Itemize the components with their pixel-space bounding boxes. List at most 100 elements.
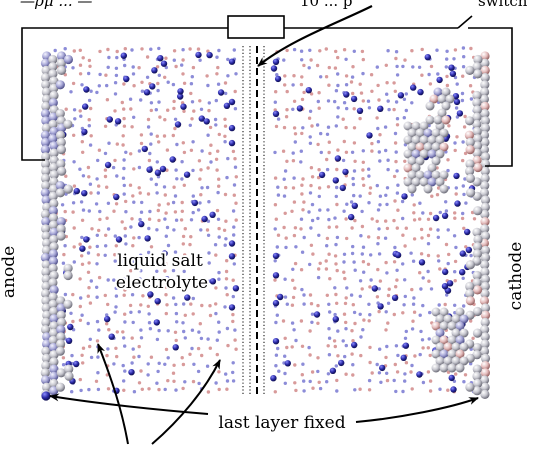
small-ion-particle	[327, 217, 331, 222]
cathode-cluster-atom	[445, 94, 455, 104]
anion-particle	[114, 346, 118, 350]
anode-atom	[64, 371, 74, 381]
anion-particle	[293, 226, 298, 230]
anion-particle	[293, 286, 297, 290]
anode-atom	[56, 310, 66, 320]
cation-particle	[270, 375, 277, 382]
anion-particle	[180, 356, 184, 360]
small-ion-particle	[375, 183, 379, 188]
anion-particle	[284, 115, 289, 119]
anion-particle	[273, 203, 278, 207]
cathode-cluster-atom	[433, 115, 443, 125]
cation-particle	[441, 283, 449, 290]
cation-particle	[272, 58, 280, 65]
anion-particle	[291, 159, 296, 163]
small-ion-particle	[155, 228, 159, 232]
small-ion-particle	[173, 250, 178, 254]
small-ion-particle	[183, 336, 187, 340]
cathode-cluster-atom	[437, 94, 447, 104]
anion-particle	[351, 91, 355, 96]
small-ion-particle	[148, 151, 152, 156]
cathode-atom	[472, 227, 482, 237]
small-ion-particle	[360, 252, 364, 256]
small-ion-particle	[426, 269, 430, 274]
small-ion-particle	[385, 92, 389, 96]
small-ion-particle	[343, 354, 347, 359]
small-ion-particle	[72, 160, 76, 164]
anion-particle	[72, 133, 76, 137]
small-ion-particle	[122, 192, 126, 196]
cation-particle	[284, 360, 291, 367]
small-ion-particle	[114, 294, 119, 298]
anion-particle	[123, 312, 127, 316]
small-ion-particle	[358, 194, 362, 198]
cathode-atom	[480, 245, 491, 255]
small-ion-particle	[350, 150, 355, 154]
small-ion-particle	[96, 355, 100, 359]
small-ion-particle	[124, 210, 128, 214]
small-ion-particle	[341, 158, 346, 163]
cathode-atom	[480, 317, 490, 327]
small-ion-particle	[401, 216, 405, 221]
anion-particle	[282, 125, 287, 130]
anion-particle	[444, 242, 449, 247]
small-ion-particle	[351, 182, 356, 187]
cation-particle	[121, 259, 128, 266]
cathode-cluster-atom	[427, 163, 437, 173]
anion-particle	[454, 372, 458, 376]
small-ion-particle	[377, 227, 381, 231]
small-ion-particle	[351, 363, 355, 367]
anion-particle	[165, 148, 170, 152]
anion-particle	[428, 353, 432, 358]
anode-atom	[55, 181, 65, 191]
small-ion-particle	[396, 183, 400, 187]
small-ion-particle	[299, 160, 303, 164]
small-ion-particle	[69, 90, 73, 94]
small-ion-particle	[302, 235, 306, 240]
anion-particle	[464, 245, 468, 249]
small-ion-particle	[115, 174, 119, 178]
anode-label: anode	[0, 246, 19, 298]
small-ion-particle	[174, 388, 178, 392]
anode-atom	[41, 116, 51, 126]
anode-atom	[55, 346, 65, 356]
small-ion-particle	[403, 372, 407, 376]
anion-particle	[223, 81, 228, 85]
anion-particle	[62, 252, 66, 257]
anion-particle	[326, 185, 331, 189]
small-ion-particle	[411, 259, 416, 263]
small-ion-particle	[70, 353, 74, 358]
cathode-cluster-atom	[439, 184, 449, 194]
cathode-cluster-atom	[455, 349, 465, 359]
electrolyte-label-line2: electrolyte	[116, 273, 208, 293]
anion-particle	[182, 150, 187, 155]
anion-particle	[293, 381, 297, 385]
anion-particle	[316, 303, 320, 308]
anion-particle	[375, 219, 379, 223]
cathode-cluster-atom	[415, 170, 425, 180]
cation-particle	[449, 70, 457, 78]
small-ion-particle	[377, 287, 381, 291]
anion-particle	[173, 126, 177, 131]
small-ion-particle	[123, 234, 128, 238]
small-ion-particle	[446, 228, 450, 232]
anion-particle	[87, 118, 91, 122]
small-ion-particle	[294, 245, 298, 249]
anion-particle	[344, 296, 348, 300]
anode-atom	[41, 80, 51, 90]
small-ion-particle	[461, 46, 466, 50]
small-ion-particle	[308, 262, 312, 267]
anion-particle	[81, 361, 85, 365]
small-ion-particle	[446, 261, 450, 266]
anode-atom	[41, 375, 51, 385]
anion-particle	[233, 157, 237, 161]
small-ion-particle	[453, 303, 457, 307]
small-ion-particle	[70, 390, 74, 394]
small-ion-particle	[334, 242, 338, 247]
anion-particle	[308, 329, 312, 333]
anion-particle	[420, 236, 424, 240]
anode-atom	[48, 191, 58, 201]
anion-particle	[342, 139, 346, 144]
small-ion-particle	[140, 200, 144, 205]
anode-atom	[49, 170, 59, 180]
